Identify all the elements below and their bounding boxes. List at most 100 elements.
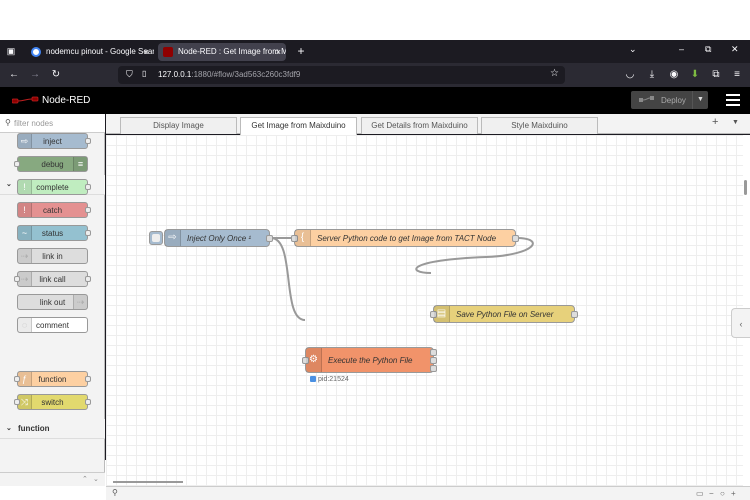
search-icon[interactable]: ⚲ xyxy=(112,488,118,497)
page-info-icon[interactable]: ▯ xyxy=(142,69,147,78)
reload-icon[interactable]: ↻ xyxy=(51,69,61,80)
minimize-icon[interactable]: – xyxy=(679,44,685,54)
nodered-logo-icon xyxy=(12,96,39,104)
tab-display-image[interactable]: Display Image xyxy=(120,117,237,134)
collapse-all-icon[interactable]: ⌃ xyxy=(82,476,88,483)
deploy-icon xyxy=(639,96,654,102)
node-label: Save Python File on Server xyxy=(456,310,554,319)
palette-node-switch[interactable]: ⤨switch xyxy=(14,394,91,410)
wire-template-to-file xyxy=(415,237,534,274)
search-icon: ⚲ xyxy=(5,118,11,127)
url-path: :1880/#flow/3ad563c260c3fdf9 xyxy=(191,70,301,79)
filter-nodes-input[interactable]: ⚲ filter nodes xyxy=(0,114,105,133)
output-port-return[interactable] xyxy=(430,365,437,372)
nodered-favicon-icon xyxy=(163,47,173,57)
output-port xyxy=(85,399,91,405)
back-icon[interactable]: ← xyxy=(9,69,19,80)
input-port[interactable] xyxy=(430,311,437,318)
tab-get-image-from-maixduino[interactable]: Get Image from Maixduino xyxy=(240,117,357,135)
input-port xyxy=(14,276,20,282)
flow-node-template[interactable]: { Server Python code to get Image from T… xyxy=(291,229,519,247)
tab-overview-icon[interactable]: ▣ xyxy=(6,46,16,56)
browser-tab-strip: ▣ nodemcu pinout - Google Sear × Node-RE… xyxy=(0,40,750,63)
app-title: Node-RED xyxy=(42,95,91,106)
add-flow-icon[interactable]: + xyxy=(712,116,719,128)
flow-list-chevron-icon[interactable]: ▼ xyxy=(732,119,739,126)
browser-tab-google[interactable]: nodemcu pinout - Google Sear × xyxy=(26,43,154,61)
palette-node-comment[interactable]: ◌comment xyxy=(17,317,88,333)
palette-node-link-in[interactable]: ⇢link in xyxy=(17,248,88,264)
node-type-icon: ⇢ xyxy=(73,295,87,309)
palette-node-complete[interactable]: !complete xyxy=(17,179,91,195)
forward-icon[interactable]: → xyxy=(30,69,40,80)
palette-node-status[interactable]: ~ status xyxy=(17,225,91,241)
tab-style-maixduino[interactable]: Style Maixduino xyxy=(481,117,598,134)
input-port[interactable] xyxy=(291,235,298,242)
palette-node-label: status xyxy=(41,229,64,238)
extensions-icon[interactable]: ⧉ xyxy=(712,69,720,80)
palette-node-debug[interactable]: ≡debug xyxy=(14,156,88,172)
palette-node-link-call[interactable]: ⇢link call xyxy=(14,271,91,287)
node-type-icon: ~ xyxy=(18,226,32,240)
flow-node-exec[interactable]: ⚙ Execute the Python File xyxy=(302,347,437,373)
tab-get-details-from-maixduino[interactable]: Get Details from Maixduino xyxy=(361,117,478,134)
navigator-icon[interactable]: ▭ xyxy=(696,489,704,498)
output-port-stdout[interactable] xyxy=(430,349,437,356)
tab-list-icon[interactable]: ⌄ xyxy=(629,44,637,54)
flow-node-file[interactable]: ▤ Save Python File on Server xyxy=(430,305,578,323)
sidebar-toggle-chevron-icon[interactable]: ‹ xyxy=(731,308,750,338)
close-tab-icon[interactable]: × xyxy=(143,47,149,57)
category-function[interactable]: ⌄ function xyxy=(0,419,105,439)
output-port[interactable] xyxy=(266,235,273,242)
output-port xyxy=(85,376,91,382)
deploy-options-chevron-icon[interactable]: ▼ xyxy=(692,91,708,109)
url-host: 127.0.0.1 xyxy=(158,70,192,79)
extension-download-icon[interactable]: ⬇ xyxy=(690,69,700,80)
palette-node-link-out[interactable]: ⇢link out xyxy=(17,294,88,310)
palette-node-catch[interactable]: !catch xyxy=(17,202,91,218)
node-type-icon: ⇨ xyxy=(18,134,32,148)
node-type-icon: ⇢ xyxy=(18,249,32,263)
wire-inject-to-exec xyxy=(270,237,306,321)
zoom-out-icon[interactable]: − xyxy=(709,489,714,498)
node-type-icon: ⤨ xyxy=(18,395,32,409)
deploy-button[interactable]: Deploy ▼ xyxy=(631,91,708,109)
status-dot-icon xyxy=(310,376,316,382)
close-tab-icon[interactable]: × xyxy=(275,47,281,57)
new-tab-icon[interactable]: + xyxy=(297,44,305,58)
pocket-icon[interactable]: ◡ xyxy=(625,69,635,80)
expand-all-icon[interactable]: ⌄ xyxy=(93,476,99,483)
account-icon[interactable]: ◉ xyxy=(669,69,679,80)
output-port[interactable] xyxy=(571,311,578,318)
zoom-in-icon[interactable]: + xyxy=(731,489,736,498)
inject-trigger-button[interactable] xyxy=(149,231,163,245)
wires-layer xyxy=(270,237,534,321)
flow-node-inject[interactable]: ⇨ Inject Only Once ¹ xyxy=(164,229,273,247)
bookmark-star-icon[interactable]: ☆ xyxy=(550,68,559,79)
palette-node-label: inject xyxy=(43,137,62,146)
app-menu-icon[interactable]: ≡ xyxy=(734,69,740,80)
horizontal-scrollbar[interactable] xyxy=(113,481,183,483)
browser-tab-nodered[interactable]: Node-RED : Get Image from M × xyxy=(158,43,286,61)
arrow-in-icon: ⇨ xyxy=(165,230,181,246)
file-icon: ▤ xyxy=(434,306,450,322)
chevron-down-icon: ⌄ xyxy=(6,425,12,432)
maximize-icon[interactable]: ⧉ xyxy=(705,44,712,54)
download-icon[interactable]: ⤓ xyxy=(649,69,655,80)
shield-icon[interactable]: ⛉ xyxy=(126,69,133,79)
node-type-icon: ! xyxy=(18,180,32,194)
input-port[interactable] xyxy=(302,357,309,364)
main-menu-hamburger-icon[interactable] xyxy=(726,94,740,106)
palette-node-inject[interactable]: ⇨ inject xyxy=(17,133,91,149)
output-port-stderr[interactable] xyxy=(430,357,437,364)
url-bar[interactable]: ⛉ ▯ 127.0.0.1:1880/#flow/3ad563c260c3fdf… xyxy=(118,66,565,84)
output-port xyxy=(85,230,91,236)
output-port[interactable] xyxy=(512,235,519,242)
node-type-icon: ⇢ xyxy=(18,272,32,286)
close-window-icon[interactable]: ✕ xyxy=(731,44,739,54)
filter-placeholder: filter nodes xyxy=(14,119,54,128)
template-braces-icon: { xyxy=(295,230,311,246)
zoom-reset-icon[interactable]: ○ xyxy=(720,489,725,498)
flow-workspace[interactable]: ⇨ Inject Only Once ¹ { Server Python cod… xyxy=(106,135,744,486)
